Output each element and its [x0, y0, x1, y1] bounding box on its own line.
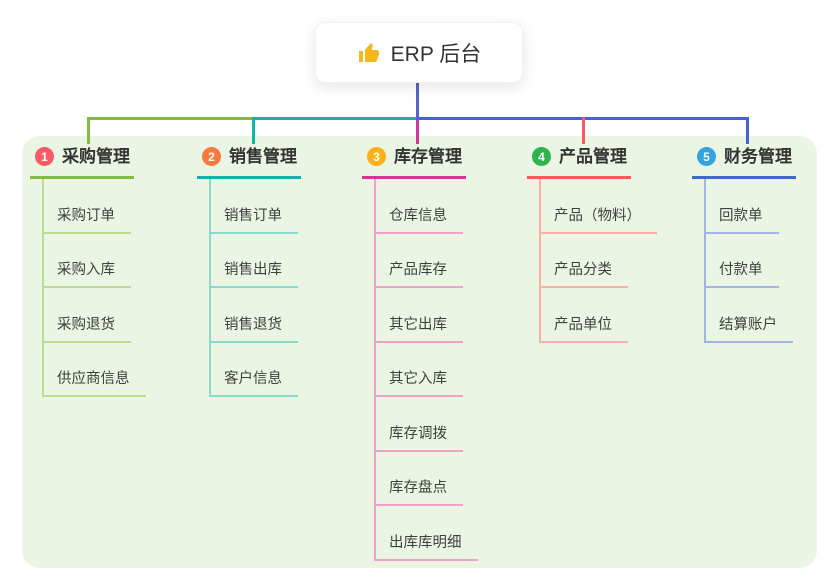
child-topic-label: 出库库明细 [374, 535, 478, 561]
branch-children: 产品（物料） 产品分类产品单位 [527, 179, 657, 343]
child-topic[interactable]: 产品（物料） [539, 179, 657, 234]
child-topic-label: 其它出库 [374, 317, 463, 343]
branch-children: 采购订单采购入库采购退货供应商信息 [30, 179, 146, 397]
child-topic-label: 产品分类 [539, 262, 628, 288]
branch-header[interactable]: 3 库存管理 [362, 145, 466, 179]
branch-node: 3 库存管理 仓库信息产品库存其它出库其它入库库存调拨库存盘点出库库明细 [362, 145, 478, 561]
child-topic[interactable]: 库存盘点 [374, 452, 478, 506]
child-topic-label: 销售退货 [209, 317, 298, 343]
child-topic-label: 回款单 [704, 208, 779, 234]
branch-header[interactable]: 1 采购管理 [30, 145, 134, 179]
connector-rail-segment-2 [252, 117, 417, 120]
child-topic-label: 仓库信息 [374, 208, 463, 234]
branch-header[interactable]: 5 财务管理 [692, 145, 796, 179]
child-topic[interactable]: 其它出库 [374, 288, 478, 343]
branch-node: 2 销售管理 销售订单销售出库销售退货客户信息 [197, 145, 301, 397]
branch-number-badge: 4 [532, 147, 551, 166]
child-topic[interactable]: 采购入库 [42, 234, 146, 288]
branch-title: 销售管理 [229, 147, 297, 166]
child-topic[interactable]: 库存调拨 [374, 397, 478, 452]
child-topic[interactable]: 销售出库 [209, 234, 301, 288]
child-topic[interactable]: 产品库存 [374, 234, 478, 288]
child-topic-label: 采购入库 [42, 262, 131, 288]
branch-children: 仓库信息产品库存其它出库其它入库库存调拨库存盘点出库库明细 [362, 179, 478, 561]
root-node[interactable]: ERP 后台 [315, 22, 523, 83]
child-topic-label: 付款单 [704, 262, 779, 288]
child-topic-label: 产品单位 [539, 317, 628, 343]
branch-number-badge: 5 [697, 147, 716, 166]
child-topic[interactable]: 供应商信息 [42, 343, 146, 397]
connector-drop-5 [746, 117, 749, 144]
root-title: ERP 后台 [390, 42, 482, 66]
connector-drop-3 [416, 120, 419, 144]
child-topic-label: 销售出库 [209, 262, 298, 288]
connector-drop-2 [252, 117, 255, 144]
child-topic-label: 库存调拨 [374, 426, 463, 452]
branch-number-badge: 2 [202, 147, 221, 166]
child-topic-label: 产品库存 [374, 262, 463, 288]
child-topic-label: 库存盘点 [374, 480, 463, 506]
child-topic[interactable]: 付款单 [704, 234, 796, 288]
child-topic[interactable]: 销售退货 [209, 288, 301, 343]
child-topic[interactable]: 产品单位 [539, 288, 657, 343]
connector-rail-segment-1 [87, 117, 253, 120]
branch-number-badge: 1 [35, 147, 54, 166]
branch-title: 采购管理 [62, 147, 130, 166]
child-topic-label: 结算账户 [704, 317, 793, 343]
branch-node: 1 采购管理 采购订单采购入库采购退货供应商信息 [30, 145, 146, 397]
child-topic-label: 采购退货 [42, 317, 131, 343]
branch-title: 库存管理 [394, 147, 462, 166]
branch-children: 回款单付款单结算账户 [692, 179, 796, 343]
child-topic-label: 采购订单 [42, 208, 131, 234]
child-topic[interactable]: 采购订单 [42, 179, 146, 234]
branch-title: 产品管理 [559, 147, 627, 166]
connector-drop-4 [582, 117, 585, 144]
connector-drop-1 [87, 117, 90, 144]
child-topic-label: 其它入库 [374, 371, 463, 397]
child-topic[interactable]: 仓库信息 [374, 179, 478, 234]
child-topic[interactable]: 产品分类 [539, 234, 657, 288]
branch-node: 4 产品管理 产品（物料） 产品分类产品单位 [527, 145, 657, 343]
child-topic[interactable]: 出库库明细 [374, 506, 478, 561]
child-topic[interactable]: 回款单 [704, 179, 796, 234]
child-topic-label: 销售订单 [209, 208, 298, 234]
child-topic[interactable]: 结算账户 [704, 288, 796, 343]
branch-title: 财务管理 [724, 147, 792, 166]
child-topic[interactable]: 销售订单 [209, 179, 301, 234]
branches-background-panel [22, 136, 817, 568]
child-topic[interactable]: 采购退货 [42, 288, 146, 343]
branch-node: 5 财务管理 回款单付款单结算账户 [692, 145, 796, 343]
child-topic-label: 供应商信息 [42, 371, 146, 397]
thumbs-up-icon [357, 41, 381, 65]
child-topic[interactable]: 客户信息 [209, 343, 301, 397]
branch-number-badge: 3 [367, 147, 386, 166]
connector-root-stem [416, 83, 419, 119]
branch-header[interactable]: 2 销售管理 [197, 145, 301, 179]
branch-children: 销售订单销售出库销售退货客户信息 [197, 179, 301, 397]
child-topic-label: 产品（物料） [539, 208, 657, 234]
branch-header[interactable]: 4 产品管理 [527, 145, 631, 179]
child-topic[interactable]: 其它入库 [374, 343, 478, 397]
child-topic-label: 客户信息 [209, 371, 298, 397]
